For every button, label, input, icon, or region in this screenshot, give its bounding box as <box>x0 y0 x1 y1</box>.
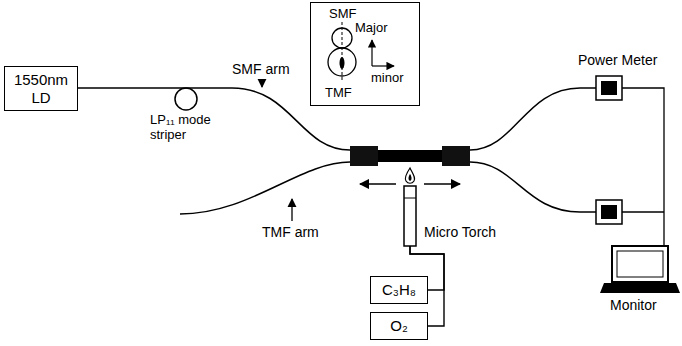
output-fiber <box>470 162 596 212</box>
power-meter <box>601 205 617 219</box>
arm-label: TMF arm <box>262 224 319 240</box>
inset-panel: SMF TMF Major minor <box>310 2 420 106</box>
fiber-name: TMF <box>325 86 352 101</box>
tmf-cross-section <box>328 48 356 76</box>
power-meter <box>601 81 617 95</box>
torch-flame <box>405 168 414 183</box>
laptop-screen <box>617 251 663 277</box>
tmf-fiber <box>180 162 350 214</box>
leader-arrow <box>261 79 262 87</box>
minor-axis-arrow <box>372 65 394 66</box>
data-cable <box>622 88 664 246</box>
instrument-label: Power Meter <box>578 52 657 68</box>
fiber-holder <box>442 146 470 166</box>
arm-label: SMF arm <box>232 61 290 77</box>
pull-arrow <box>424 183 460 185</box>
torch-body <box>404 186 416 246</box>
laptop-screen <box>612 246 668 282</box>
torch-flame <box>409 174 412 181</box>
part-label: LP₁₁ mode striper <box>150 113 234 143</box>
gas-cylinder: C₃H₈ <box>370 276 428 304</box>
fiber-holder <box>350 146 378 166</box>
instrument-label: Monitor <box>610 297 657 313</box>
node-text: Micro Torch <box>424 224 496 240</box>
torch-body <box>404 198 416 199</box>
tmf-core <box>340 57 345 69</box>
leader-arrow <box>291 199 292 221</box>
output-fiber <box>470 88 596 150</box>
laptop-base <box>600 283 680 293</box>
major-axis-arrow <box>371 40 372 66</box>
gas-cylinder: O₂ <box>370 312 428 340</box>
laser-box: 1550nm LD <box>4 66 78 111</box>
node-text: O₂ <box>390 317 408 334</box>
axis-name: minor <box>371 71 404 86</box>
axis-name: Major <box>355 21 388 36</box>
data-cable <box>622 211 664 212</box>
power-meter <box>596 76 622 100</box>
smf-cross-section <box>332 28 352 48</box>
power-meter <box>596 200 622 224</box>
mode-stripper-coil <box>175 88 197 110</box>
fiber-name: SMF <box>329 7 356 22</box>
smf-fiber <box>70 88 350 150</box>
node-text: 1550nm LD <box>11 71 71 106</box>
major-axis-line <box>342 22 343 82</box>
torch: Micro Torch <box>398 166 508 246</box>
node-text: C₃H₈ <box>382 281 416 298</box>
pull-arrow <box>360 183 396 185</box>
